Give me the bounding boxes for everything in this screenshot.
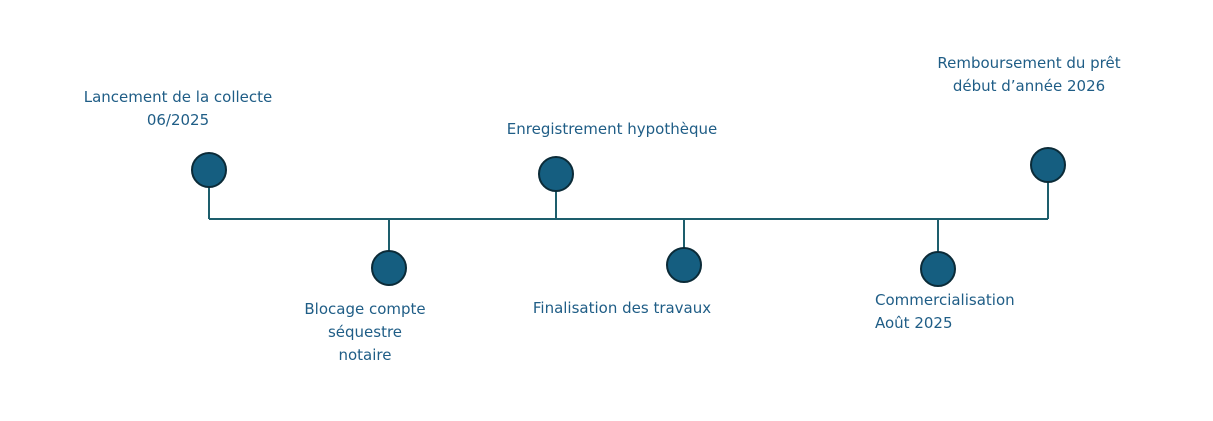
milestone-1 — [191, 152, 227, 219]
milestone-2-node — [371, 250, 407, 286]
milestone-5 — [920, 219, 956, 287]
milestone-5-node — [920, 251, 956, 287]
milestone-6-line-1: Remboursement du prêt — [937, 54, 1121, 72]
milestone-4 — [666, 219, 702, 283]
milestone-4-line-1: Finalisation des travaux — [532, 299, 712, 317]
milestone-3-line-1: Enregistrement hypothèque — [506, 120, 718, 138]
milestone-1-line-2: 06/2025 — [146, 111, 210, 129]
milestone-3-node — [538, 156, 574, 192]
milestone-6-line-2: début d’année 2026 — [952, 77, 1106, 95]
milestone-4-node — [666, 247, 702, 283]
milestone-5-label: Commercialisation Août 2025 — [875, 289, 1015, 335]
milestone-6-node — [1030, 147, 1066, 183]
milestone-2 — [371, 219, 407, 286]
milestone-5-line-2: Août 2025 — [875, 314, 953, 332]
milestone-2-line-3: notaire — [338, 346, 392, 364]
milestone-5-line-1: Commercialisation — [875, 291, 1015, 309]
milestone-1-node — [191, 152, 227, 188]
milestone-3 — [538, 156, 574, 219]
milestone-2-line-2: séquestre — [327, 323, 403, 341]
milestone-6 — [1030, 147, 1066, 219]
milestone-1-line-1: Lancement de la collecte — [83, 88, 273, 106]
milestone-2-line-1: Blocage compte — [304, 300, 426, 318]
